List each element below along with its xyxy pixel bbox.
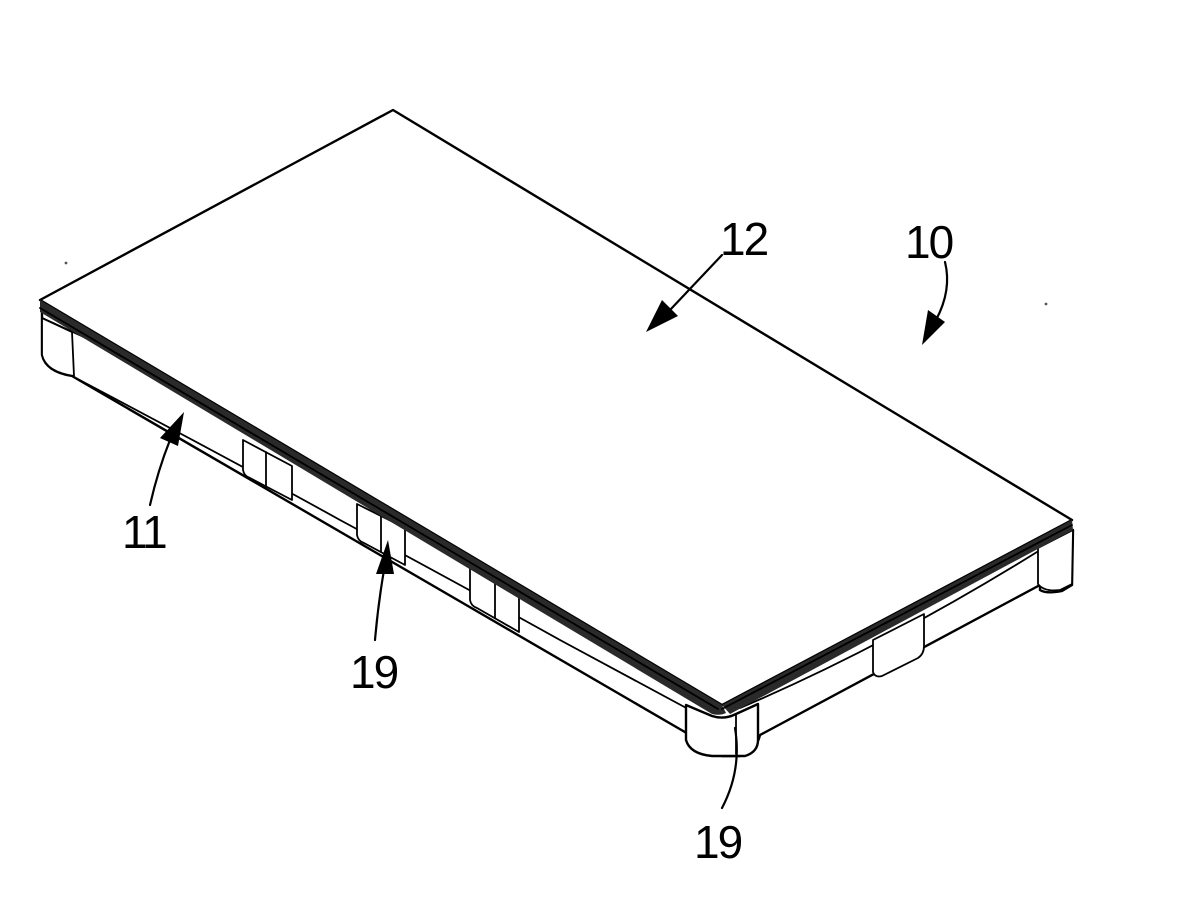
side-block-right-corner bbox=[1037, 529, 1074, 592]
label-10: 10 bbox=[905, 216, 953, 268]
label-19-center: 19 bbox=[350, 646, 398, 698]
reference-10: 10 bbox=[905, 216, 955, 345]
side-block-center bbox=[872, 613, 925, 678]
reference-11: 11 bbox=[122, 412, 184, 558]
reference-19-corner: 19 bbox=[694, 726, 744, 868]
top-plate-edge-strip bbox=[40, 300, 726, 715]
label-12: 12 bbox=[720, 213, 768, 265]
center-block-3 bbox=[469, 567, 520, 633]
base-lower-edge bbox=[71, 375, 691, 711]
top-plate-thickness-line bbox=[39, 307, 719, 710]
scan-speck bbox=[64, 261, 68, 265]
label-19-corner: 19 bbox=[694, 816, 742, 868]
reference-12: 12 bbox=[646, 213, 770, 332]
scan-speck bbox=[1044, 302, 1048, 306]
reference-19-center: 19 bbox=[350, 540, 400, 698]
corner-block-left bbox=[41, 317, 75, 377]
center-block-2 bbox=[356, 503, 406, 566]
top-plate bbox=[38, 108, 1074, 715]
label-11: 11 bbox=[122, 506, 166, 558]
center-block-1 bbox=[242, 439, 293, 501]
